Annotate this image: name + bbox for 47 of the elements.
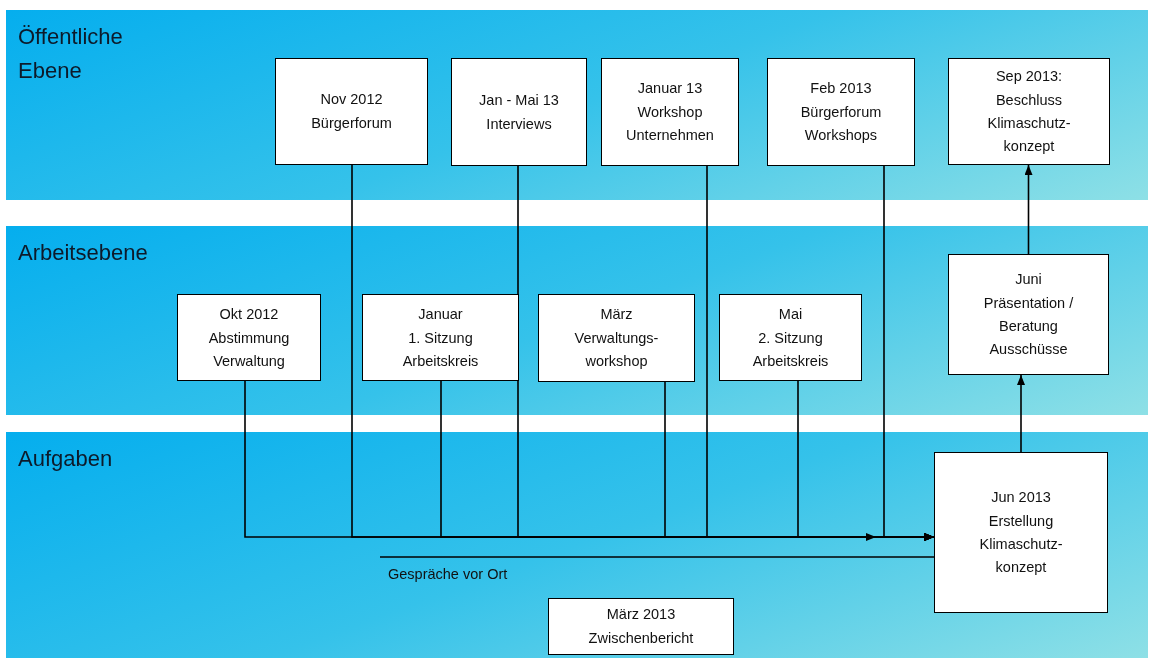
box-text: März <box>600 305 633 324</box>
lane-band <box>6 432 1148 658</box>
milestone-box <box>548 598 734 655</box>
milestone-box <box>934 452 1108 613</box>
box-text: Bürgerforum <box>311 114 392 133</box>
milestone-box <box>948 254 1109 375</box>
box-text: Nov 2012 <box>320 90 383 109</box>
box-text: Januar <box>418 304 463 324</box>
box-text: Erstellung Klimaschutz-konzept <box>978 512 1064 577</box>
lane-band <box>6 226 1148 415</box>
milestone-box <box>275 58 428 165</box>
box-text: Feb 2013 <box>810 79 872 98</box>
box-text: Beschluss Klimaschutz-konzept <box>986 91 1072 156</box>
arrow <box>883 165 935 541</box>
box-text: Verwaltungs-workshop <box>573 329 660 371</box>
box-text: Juni <box>1015 270 1042 289</box>
box-text: Okt 2012 <box>219 304 279 324</box>
milestone-box <box>451 58 587 166</box>
milestone-box <box>538 294 695 382</box>
box-text: Bürgerforum Workshops <box>799 103 883 145</box>
box-text: Abstimmung Verwaltung <box>207 328 291 371</box>
box-text: Workshop Unternehmen <box>625 103 715 145</box>
box-text: März 2013 <box>606 605 676 624</box>
milestone-box <box>362 294 519 381</box>
lane-band <box>6 10 1148 200</box>
box-text: Mai <box>778 304 803 324</box>
connector-line <box>379 556 935 558</box>
edge-label: Gespräche vor Ort <box>388 566 508 582</box>
box-text: Jan - Mai 13 <box>479 90 559 110</box>
milestone-box <box>767 58 915 166</box>
arrow <box>1024 164 1033 255</box>
arrow <box>1017 374 1025 453</box>
milestone-box <box>601 58 739 166</box>
milestone-box <box>177 294 321 381</box>
box-text: 1. Sitzung Arbeitskreis <box>401 328 480 371</box>
box-text: 2. Sitzung Arbeitskreis <box>751 328 830 371</box>
milestone-box <box>719 294 862 381</box>
box-text: Interviews <box>486 114 552 134</box>
band-title: Aufgaben <box>18 445 114 473</box>
band-title: Arbeitsebene <box>18 239 149 267</box>
box-text: Januar 13 <box>637 79 703 98</box>
band-title: Öffentliche Ebene <box>18 23 124 85</box>
box-text: Präsentation / Beratung Ausschüsse <box>982 294 1075 359</box>
box-text: Sep 2013: <box>995 67 1063 86</box>
milestone-box <box>948 58 1110 165</box>
box-text: Jun 2013 <box>991 488 1051 507</box>
box-text: Zwischenbericht <box>588 629 694 648</box>
